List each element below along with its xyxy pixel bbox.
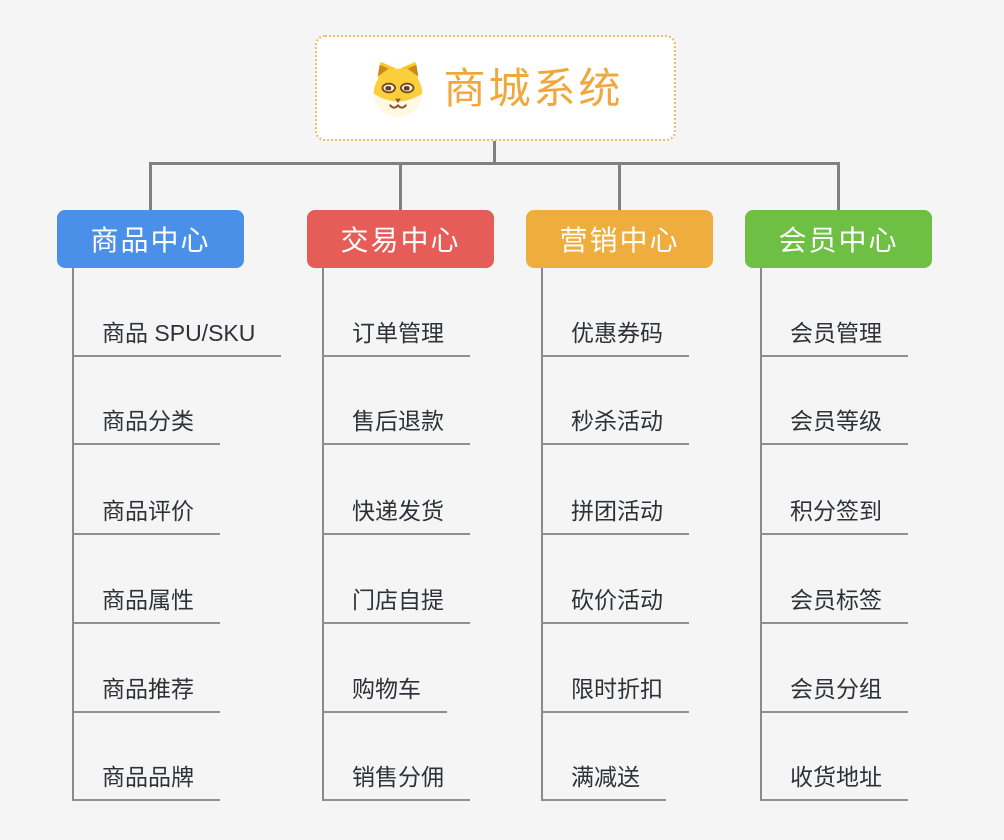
leaf-node[interactable]: 门店自提 xyxy=(322,585,470,624)
branch-trade-center: 交易中心 订单管理售后退款快递发货门店自提购物车销售分佣 xyxy=(307,210,567,810)
leaf-node[interactable]: 售后退款 xyxy=(322,406,470,445)
leaf-node[interactable]: 销售分佣 xyxy=(322,762,470,801)
leaf-node[interactable]: 会员分组 xyxy=(760,674,908,713)
leaf-node[interactable]: 拼团活动 xyxy=(541,496,689,535)
leaf-node[interactable]: 商品属性 xyxy=(72,585,220,624)
bus-line xyxy=(149,162,840,165)
leaf-node[interactable]: 购物车 xyxy=(322,674,447,713)
root-node[interactable]: 商城系统 xyxy=(315,35,676,141)
branch-marketing-center: 营销中心 优惠券码秒杀活动拼团活动砍价活动限时折扣满减送 xyxy=(526,210,786,810)
branch-product-center: 商品中心 商品 SPU/SKU 商品分类商品评价商品属性商品推荐商品品牌 xyxy=(57,210,317,810)
leaf-node[interactable]: 商品品牌 xyxy=(72,762,220,801)
root-stem-line xyxy=(493,141,496,164)
branch-header-product-center[interactable]: 商品中心 xyxy=(57,210,244,268)
branch-header-trade-center[interactable]: 交易中心 xyxy=(307,210,494,268)
leaf-node[interactable]: 收货地址 xyxy=(760,762,908,801)
branch-member-center: 会员中心 会员管理会员等级积分签到会员标签会员分组收货地址 xyxy=(745,210,1004,810)
leaf-node[interactable]: 满减送 xyxy=(541,762,666,801)
branch-header-member-center[interactable]: 会员中心 xyxy=(745,210,932,268)
branch-drop-line-member-center xyxy=(837,164,840,212)
leaf-node[interactable]: 商品评价 xyxy=(72,496,220,535)
branch-drop-line-marketing-center xyxy=(618,164,621,212)
leaf-node[interactable]: 会员等级 xyxy=(760,406,908,445)
branch-header-marketing-center[interactable]: 营销中心 xyxy=(526,210,713,268)
leaf-node[interactable]: 商品分类 xyxy=(72,406,220,445)
branch-drop-line-product-center xyxy=(149,164,152,212)
leaf-node[interactable]: 快递发货 xyxy=(322,496,470,535)
leaf-node[interactable]: 砍价活动 xyxy=(541,585,689,624)
root-title: 商城系统 xyxy=(443,65,624,112)
leaf-node[interactable]: 积分签到 xyxy=(760,496,908,535)
leaf-node[interactable]: 优惠券码 xyxy=(541,318,689,357)
leaf-node[interactable]: 订单管理 xyxy=(322,318,470,357)
leaf-node[interactable]: 商品推荐 xyxy=(72,674,220,713)
leaf-node[interactable]: 商品 SPU/SKU xyxy=(72,318,282,357)
leaf-node[interactable]: 会员标签 xyxy=(760,585,908,624)
branch-drop-line-trade-center xyxy=(399,164,402,212)
dog-face-icon xyxy=(367,58,429,118)
leaf-node[interactable]: 限时折扣 xyxy=(541,674,689,713)
leaf-node[interactable]: 秒杀活动 xyxy=(541,406,689,445)
leaf-node[interactable]: 会员管理 xyxy=(760,318,908,357)
